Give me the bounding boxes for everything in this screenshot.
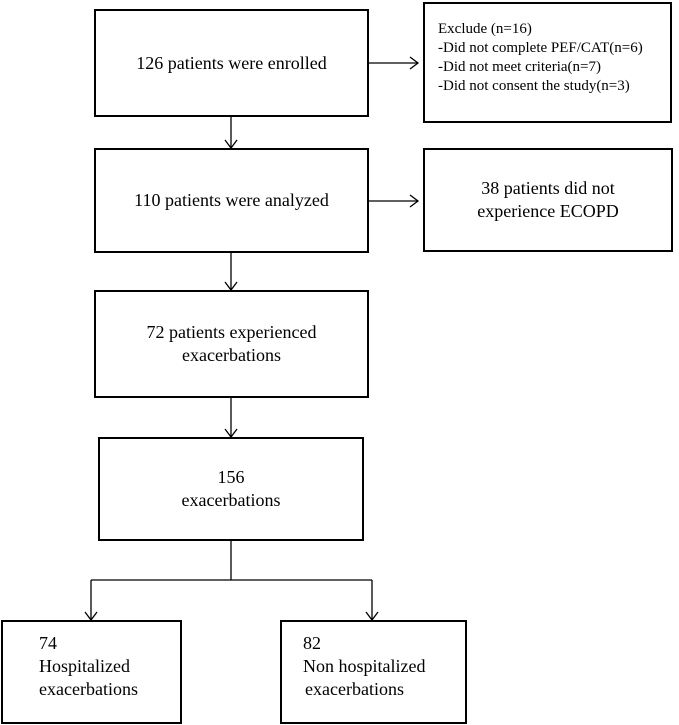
- experienced-line1: 72 patients experienced: [146, 322, 317, 342]
- non-hospitalized-line2: Non hospitalized: [303, 656, 426, 676]
- exclude-item: -Did not consent the study(n=3): [438, 78, 630, 94]
- no-ecopd-box: 38 patients did not experience ECOPD: [423, 148, 673, 252]
- non-hospitalized-line3: exacerbations: [305, 679, 404, 699]
- experienced-box: 72 patients experienced exacerbations: [94, 290, 369, 398]
- no-ecopd-line2: experience ECOPD: [477, 201, 619, 221]
- exclude-item: -Did not meet criteria(n=7): [438, 59, 601, 75]
- exclude-item: -Did not complete PEF/CAT(n=6): [438, 40, 643, 56]
- enrolled-box: 126 patients were enrolled: [94, 9, 369, 117]
- exacerbations-box: 156 exacerbations: [98, 437, 364, 541]
- hospitalized-box: 74 Hospitalized exacerbations: [1, 620, 182, 724]
- exclude-title: Exclude (n=16): [438, 21, 532, 37]
- enrolled-text: 126 patients were enrolled: [136, 52, 327, 73]
- no-ecopd-line1: 38 patients did not: [481, 178, 615, 198]
- hospitalized-line1: 74: [39, 633, 57, 653]
- hospitalized-line2: Hospitalized: [39, 656, 130, 676]
- exacerbations-line1: 156: [217, 467, 245, 487]
- analyzed-text: 110 patients were analyzed: [134, 190, 329, 210]
- experienced-line2: exacerbations: [182, 345, 281, 365]
- hospitalized-line3: exacerbations: [39, 679, 138, 699]
- exclude-box: Exclude (n=16) -Did not complete PEF/CAT…: [423, 2, 672, 123]
- analyzed-box: 110 patients were analyzed: [94, 148, 369, 253]
- non-hospitalized-line1: 82: [303, 633, 321, 653]
- exacerbations-line2: exacerbations: [181, 490, 281, 510]
- non-hospitalized-box: 82 Non hospitalized exacerbations: [280, 620, 467, 724]
